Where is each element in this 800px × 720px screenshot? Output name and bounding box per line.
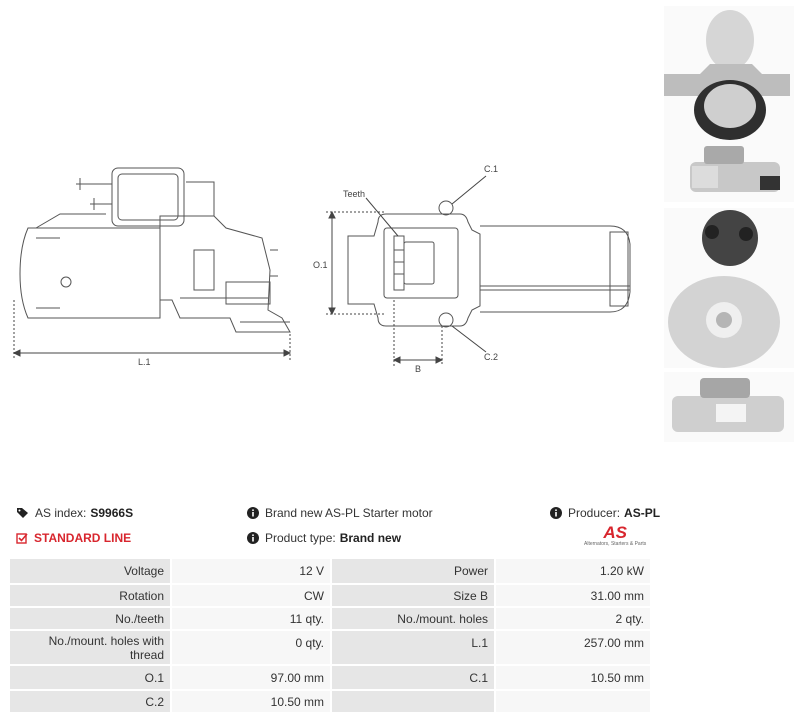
spec-value: 2 qty. [494, 607, 650, 631]
spec-value: 12 V [170, 559, 331, 585]
spec-label: No./mount. holes [330, 607, 495, 631]
spec-value: 0 qty. [170, 630, 331, 666]
spec-label: Size B [330, 584, 495, 608]
spec-value: 11 qty. [170, 607, 331, 631]
product-photo-side [664, 142, 794, 202]
info-icon [247, 532, 259, 544]
table-row: O.1 97.00 mm C.1 10.50 mm [10, 665, 650, 691]
product-photo-top [664, 6, 794, 146]
spec-label: C.2 [10, 690, 171, 714]
spec-value: 10.50 mm [494, 665, 650, 691]
product-photo-front [664, 208, 794, 368]
as-index-value: S9966S [90, 506, 134, 520]
dimension-o1 [326, 210, 386, 316]
table-row: No./teeth 11 qty. No./mount. holes 2 qty… [10, 607, 650, 631]
spec-value: 10.50 mm [170, 690, 331, 714]
standard-line: STANDARD LINE [16, 531, 131, 545]
checkbox-checked-icon [16, 533, 28, 544]
spec-label: L.1 [330, 630, 495, 666]
tag-icon [17, 508, 28, 518]
technical-drawings: L.1 O.1 Teeth C.1 C.2 B [12, 6, 794, 442]
spec-value: 257.00 mm [494, 630, 650, 666]
info-icon [247, 507, 259, 519]
dim-l1-label: L.1 [138, 357, 151, 367]
producer-label: Producer: [568, 506, 621, 520]
product-type: Product type: Brand new [247, 531, 401, 545]
product-photo-bottom [664, 372, 794, 442]
dimension-l1 [12, 300, 292, 360]
as-index-label: AS index: [35, 506, 87, 520]
description-text: Brand new AS-PL Starter motor [265, 506, 433, 520]
side-view-drawing [19, 167, 291, 333]
as-index: AS index: S9966S [16, 506, 133, 520]
spec-table: Voltage 12 V Power 1.20 kW Rotation CW S… [10, 559, 650, 714]
spec-label: Power [330, 559, 495, 585]
spec-value: 97.00 mm [170, 665, 331, 691]
spec-value: 31.00 mm [494, 584, 650, 608]
table-row: Rotation CW Size B 31.00 mm [10, 584, 650, 608]
spec-label: No./teeth [10, 607, 171, 631]
table-row: Voltage 12 V Power 1.20 kW [10, 559, 650, 585]
producer: Producer: AS-PL [550, 506, 660, 520]
as-logo: AS Alternators, Starters & Parts [584, 524, 646, 548]
spec-label: O.1 [10, 665, 171, 691]
spec-label: No./mount. holes with thread [10, 630, 171, 666]
front-view-drawing [347, 200, 631, 328]
table-row: No./mount. holes with thread 0 qty. L.1 … [10, 630, 650, 666]
description: Brand new AS-PL Starter motor [247, 506, 433, 520]
dimension-b [392, 300, 444, 366]
spec-value: 1.20 kW [494, 559, 650, 585]
c2-leader [451, 325, 487, 353]
product-type-value: Brand new [339, 531, 402, 545]
dim-b-label: B [415, 364, 421, 374]
table-row: C.2 10.50 mm [10, 690, 650, 714]
as-logo-tagline: Alternators, Starters & Parts [584, 541, 647, 547]
spec-label [330, 690, 495, 714]
c1-label: C.1 [484, 164, 498, 174]
dim-o1-label: O.1 [313, 260, 328, 270]
c2-label: C.2 [484, 352, 498, 362]
product-type-label: Product type: [265, 531, 336, 545]
spec-value: CW [170, 584, 331, 608]
producer-value: AS-PL [624, 506, 661, 520]
info-icon [550, 507, 562, 519]
spec-label: Voltage [10, 559, 171, 585]
standard-line-label: STANDARD LINE [34, 531, 132, 545]
teeth-leader [365, 197, 399, 237]
spec-value [494, 690, 650, 714]
spec-label: Rotation [10, 584, 171, 608]
as-logo-text: AS [603, 523, 627, 542]
teeth-label: Teeth [343, 189, 365, 199]
c1-leader [451, 175, 487, 205]
spec-label: C.1 [330, 665, 495, 691]
